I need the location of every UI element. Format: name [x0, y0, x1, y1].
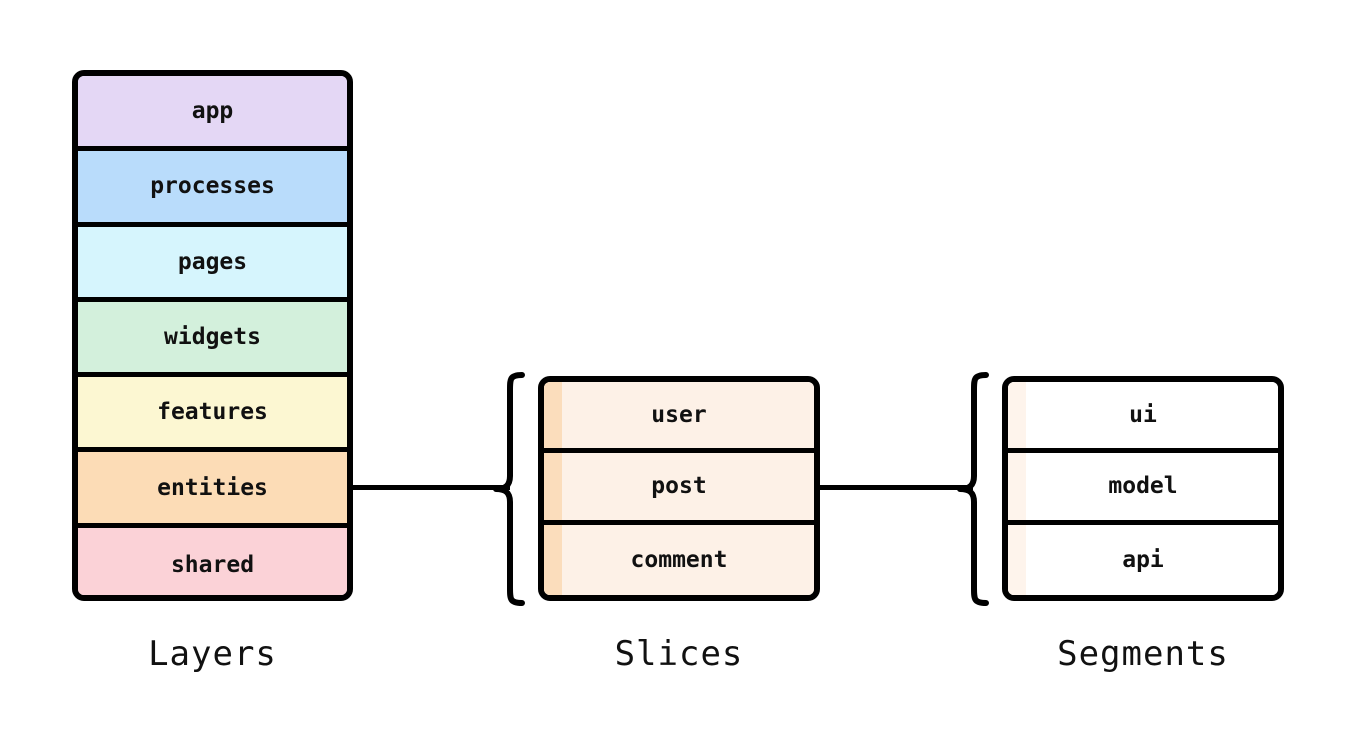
- segments-bracket-icon: [956, 370, 990, 608]
- slice-stripe: [544, 453, 562, 520]
- segment-stripe: [1008, 382, 1026, 449]
- segments-column: ui model api: [1002, 376, 1284, 601]
- layer-row-features[interactable]: features: [78, 377, 347, 453]
- slices-bracket-icon: [492, 370, 526, 608]
- segment-label-model: model: [1108, 473, 1178, 500]
- layer-row-shared[interactable]: shared: [78, 527, 347, 595]
- layer-row-widgets[interactable]: widgets: [78, 301, 347, 378]
- segment-stripe: [1008, 453, 1026, 520]
- curly-bracket-icon: [957, 372, 989, 606]
- layer-label-shared: shared: [170, 552, 255, 579]
- slice-row-user[interactable]: user: [544, 382, 814, 454]
- layer-row-app[interactable]: app: [78, 76, 347, 152]
- slice-label-post: post: [651, 473, 707, 500]
- caption-segments: Segments: [1057, 634, 1229, 674]
- segment-label-api: api: [1122, 547, 1164, 574]
- layer-row-processes[interactable]: processes: [78, 151, 347, 227]
- caption-layers: Layers: [148, 634, 277, 674]
- segment-label-ui: ui: [1129, 402, 1157, 429]
- layer-label-processes: processes: [150, 173, 275, 200]
- layer-row-pages[interactable]: pages: [78, 226, 347, 302]
- layer-label-widgets: widgets: [164, 324, 261, 351]
- layers-column: app processes pages widgets features ent…: [72, 70, 353, 601]
- layer-row-entities[interactable]: entities: [78, 452, 347, 528]
- layer-label-features: features: [157, 399, 268, 426]
- layer-label-app: app: [191, 98, 234, 125]
- segment-row-api[interactable]: api: [1008, 524, 1278, 595]
- layer-label-pages: pages: [177, 248, 248, 275]
- connector-slices-to-segments: [818, 485, 973, 490]
- segment-row-model[interactable]: model: [1008, 453, 1278, 525]
- slice-stripe: [544, 524, 562, 595]
- segment-row-ui[interactable]: ui: [1008, 382, 1278, 454]
- slice-label-user: user: [651, 402, 707, 429]
- slice-stripe: [544, 382, 562, 449]
- connector-layers-to-slices: [352, 485, 510, 490]
- slice-row-post[interactable]: post: [544, 453, 814, 525]
- curly-bracket-icon: [493, 372, 525, 606]
- slice-row-comment[interactable]: comment: [544, 524, 814, 595]
- caption-slices: Slices: [614, 634, 744, 674]
- layer-label-entities: entities: [157, 474, 268, 501]
- slice-label-comment: comment: [630, 547, 728, 574]
- slices-column: user post comment: [538, 376, 820, 601]
- segment-stripe: [1008, 524, 1026, 595]
